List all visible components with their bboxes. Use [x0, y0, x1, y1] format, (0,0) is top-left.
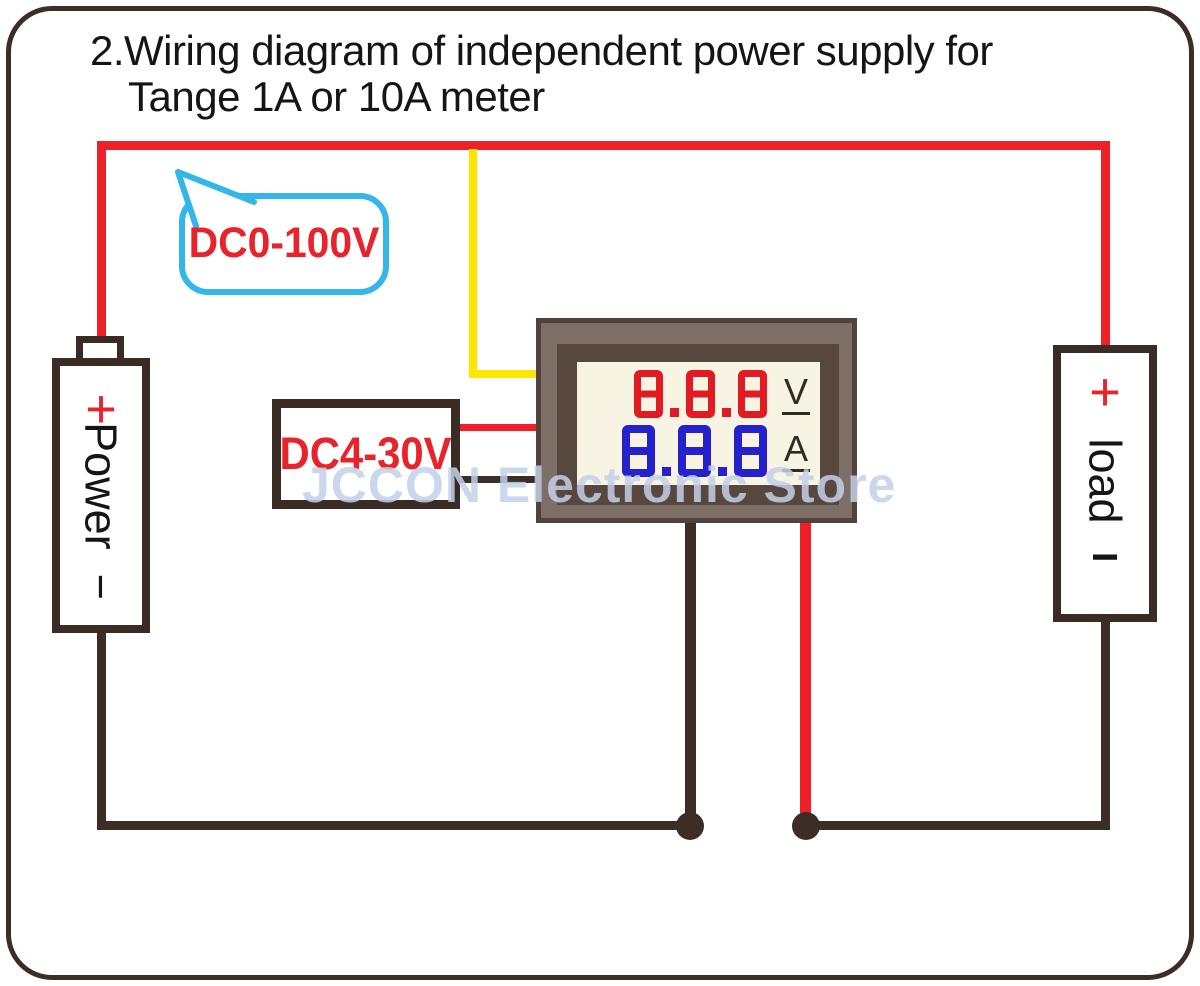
load-plus-sign: + [1089, 362, 1121, 422]
wire-left-red-vertical [97, 141, 106, 339]
amp-unit: A [781, 429, 810, 473]
speech-bubble [175, 169, 389, 295]
load-negative-lead [1101, 620, 1110, 830]
seven-segment-digit [633, 369, 663, 418]
supply-range-label: DC4-30V [279, 428, 453, 479]
wire-top-red [97, 141, 1110, 150]
decimal-point [721, 407, 731, 417]
meter-display: V A [577, 362, 820, 485]
speech-bubble-tail [175, 169, 257, 229]
seven-segment-digit [685, 369, 715, 418]
ammeter-digits [621, 425, 767, 478]
supply-box: DC4-30V [272, 399, 460, 509]
panel-meter: V A [536, 318, 857, 523]
decimal-point [669, 407, 679, 417]
speech-bubble-body [179, 193, 389, 295]
wire-bottom-left-black [97, 821, 690, 830]
seven-segment-digit [733, 425, 767, 478]
seven-segment-digit [621, 425, 655, 478]
wire-yellow-vertical [469, 149, 477, 378]
load-label: load [1079, 438, 1131, 524]
wire-yellow-horizontal [469, 370, 539, 378]
meter-black-lead [685, 520, 696, 826]
store-watermark: JCCON Electronic Store [302, 457, 897, 513]
voltmeter-digits [633, 369, 767, 418]
seven-segment-digit [737, 369, 767, 418]
page-title: 2.Wiring diagram of independent power su… [90, 28, 993, 120]
ammeter-row: A [621, 425, 810, 478]
junction-dot-left [676, 812, 704, 840]
meter-bezel: V A [557, 344, 839, 505]
power-minus-sign: − [75, 573, 127, 600]
title-line-2: Tange 1A or 10A meter [128, 73, 545, 120]
wire-supply-black [458, 476, 538, 483]
seven-segment-digit [677, 425, 711, 478]
power-label: Power [75, 422, 127, 550]
figure-border [6, 6, 1194, 980]
load-rotated-label: load [1079, 438, 1131, 524]
meter-red-lead [800, 520, 811, 826]
load-minus-sign: − [1090, 531, 1120, 584]
power-negative-lead [97, 630, 106, 830]
junction-dot-right [792, 812, 820, 840]
power-plus-sign: + [85, 379, 117, 439]
wire-right-red-vertical [1101, 141, 1110, 347]
voltmeter-row: V [633, 369, 810, 418]
power-source-box: + Power − [52, 358, 150, 633]
load-box: + load − [1053, 345, 1157, 622]
title-line-1: 2.Wiring diagram of independent power su… [90, 27, 993, 74]
power-rotated-label: Power − [75, 422, 127, 600]
decimal-point [661, 467, 671, 477]
voltage-range-label: DC0-100V [188, 218, 380, 267]
decimal-point [717, 467, 727, 477]
volt-unit: V [781, 372, 810, 415]
wire-bottom-right-black [806, 821, 1106, 830]
wire-supply-red [458, 424, 538, 431]
